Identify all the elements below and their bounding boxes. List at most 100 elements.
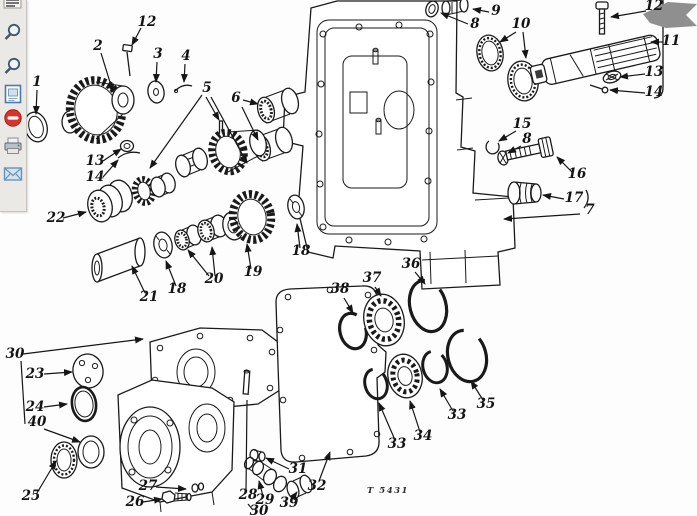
leader-line-18	[294, 223, 302, 249]
part-number-1: 1	[32, 74, 41, 90]
part-number-8: 8	[470, 16, 480, 32]
mail-icon[interactable]	[3, 164, 23, 184]
leader-line-38	[343, 297, 354, 314]
pin-14b	[589, 84, 609, 94]
oil-seal-10a	[476, 34, 504, 72]
leader-line-6	[242, 98, 259, 106]
part-number-24: 24	[25, 399, 45, 415]
part-number-40: 40	[28, 414, 47, 430]
leader-line-35	[470, 380, 484, 401]
zoom-out-icon[interactable]	[3, 56, 23, 76]
cover-23	[72, 353, 104, 389]
snap-clip-15	[485, 140, 500, 155]
part-number-19: 19	[244, 264, 263, 280]
cap-screw-12a	[122, 43, 133, 77]
plug-26	[161, 490, 192, 504]
part-number-30: 30	[6, 346, 25, 362]
part-number-23: 23	[25, 366, 45, 382]
part-number-14: 14	[86, 169, 105, 185]
part-number-25: 25	[21, 488, 41, 504]
leader-line-8	[507, 145, 522, 154]
part-number-7: 7	[585, 202, 595, 218]
part-number-38: 38	[331, 281, 350, 297]
printer-icon[interactable]	[3, 136, 23, 156]
washer-13b	[602, 70, 622, 84]
part-number-31: 31	[289, 461, 308, 477]
text-lines-icon[interactable]	[3, 0, 23, 14]
leader-line-37	[373, 286, 382, 297]
leader-line-26	[142, 496, 163, 504]
leader-line-3	[152, 61, 160, 83]
leader-line-5	[205, 96, 220, 121]
leader-line-14	[609, 87, 646, 95]
part-number-18: 18	[168, 281, 187, 297]
leader-line-28	[245, 399, 248, 492]
plug-cap-17	[507, 181, 542, 205]
zoom-in-icon[interactable]	[3, 22, 23, 42]
part-number-33: 33	[388, 436, 407, 452]
snap-ring-33b	[421, 349, 449, 385]
leader-line-12	[131, 27, 142, 46]
leader-line-4	[180, 63, 188, 83]
leader-line-32	[318, 451, 331, 482]
part-number-4: 4	[181, 48, 190, 64]
viewer-toolbar	[0, 0, 27, 212]
nut-13a	[119, 139, 135, 153]
dowel-pin	[242, 369, 251, 395]
leader-line-17	[542, 193, 565, 200]
leader-line-30	[20, 360, 26, 425]
cap-screw-16	[504, 136, 554, 161]
leader-line-15	[498, 130, 517, 142]
leader-line-40	[43, 428, 81, 443]
leader-line-30	[247, 503, 254, 511]
leader-line-6	[241, 106, 259, 141]
leader-line-10	[499, 31, 517, 43]
part-number-10: 10	[512, 16, 531, 32]
part-number-13: 13	[645, 64, 664, 80]
leader-line-21	[131, 265, 146, 294]
washer-8-top	[425, 0, 439, 18]
leader-line-13	[619, 72, 646, 80]
nav-back-arrow[interactable]	[643, 2, 697, 28]
bushing-1	[24, 111, 48, 143]
part-number-11: 11	[662, 33, 681, 49]
document-icon[interactable]	[3, 84, 23, 104]
leader-line-5	[149, 94, 203, 169]
leader-line-19	[244, 243, 252, 270]
ball-bearing-37	[363, 293, 405, 347]
leader-line-24	[43, 401, 68, 409]
leader-line-8	[440, 12, 469, 25]
pto-output-shaft-11	[529, 34, 661, 85]
part-number-8: 8	[522, 131, 532, 147]
part-number-5: 5	[202, 80, 211, 96]
leader-line-9	[472, 7, 490, 14]
cotter-pin-4	[173, 84, 193, 94]
leader-line-27	[155, 484, 187, 492]
pto-housing	[282, 0, 516, 290]
part-number-33: 33	[448, 407, 467, 423]
thrust-washer-18a	[153, 231, 173, 259]
gear-19	[222, 190, 276, 244]
leader-line-2	[100, 52, 114, 93]
part-number-37: 37	[363, 270, 382, 286]
leader-line-33	[439, 388, 454, 412]
leader-line-13	[102, 148, 122, 162]
group-bracket-line	[653, 0, 664, 99]
stop-icon[interactable]	[3, 108, 23, 128]
part-number-20: 20	[204, 271, 224, 287]
part-number-18: 18	[292, 243, 311, 259]
leader-line-10	[521, 31, 529, 59]
thrust-washer-18b	[287, 194, 305, 220]
collar-spacer	[150, 172, 176, 198]
clutch-collar-22	[87, 179, 133, 223]
part-number-9: 9	[491, 3, 501, 19]
housing-bolt-holes	[315, 21, 435, 246]
leader-line-36	[414, 271, 426, 285]
part-number-12: 12	[645, 0, 664, 14]
leader-line-29	[257, 480, 265, 497]
leader-line-23	[43, 369, 73, 377]
part-number-3: 3	[153, 46, 162, 62]
ball-bearing-34	[387, 353, 423, 399]
